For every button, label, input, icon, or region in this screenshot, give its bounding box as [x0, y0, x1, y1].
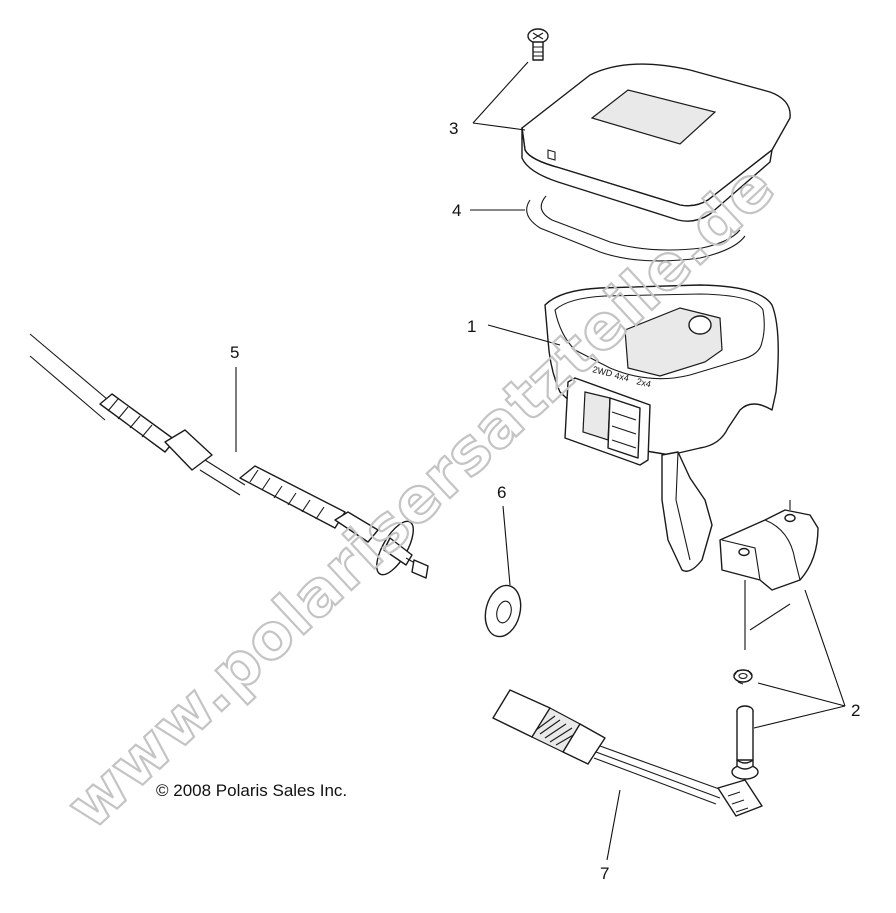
part-4-gasket: [526, 195, 746, 262]
callout-4: 4: [452, 201, 461, 220]
callout-3: 3: [449, 119, 458, 138]
callout-5: 5: [230, 343, 239, 362]
switch-label-4x4: 4x4: [614, 370, 631, 383]
part-7-harness: [492, 689, 763, 817]
copyright-text: © 2008 Polaris Sales Inc.: [156, 781, 347, 800]
callout-7: 7: [600, 864, 609, 883]
callout-1: 1: [467, 317, 476, 336]
switch-label-2wd: 2WD: [592, 364, 614, 379]
leader-lines: [235, 61, 846, 861]
callout-6: 6: [497, 483, 506, 502]
part-2-screw: [731, 705, 759, 780]
part-6-washer: [484, 584, 522, 638]
part-5-cable: [29, 333, 429, 579]
part-1-switch-housing: 2WD 4x4 2x4: [544, 284, 779, 572]
part-2-lock-washer: [733, 669, 753, 685]
part-2-clamp: [719, 500, 819, 650]
switch-label-2x4: 2x4: [636, 376, 653, 389]
part-3-top-cover: [521, 63, 791, 222]
part-3-screw: [527, 28, 549, 61]
callout-2: 2: [851, 701, 860, 720]
